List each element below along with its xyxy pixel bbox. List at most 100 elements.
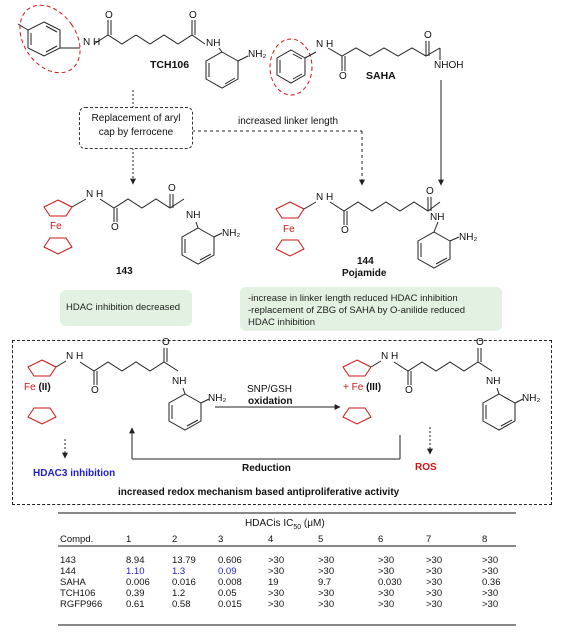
value-cell: 1.2 xyxy=(172,588,186,599)
value-cell: >30 xyxy=(378,588,395,599)
value-cell: 0.39 xyxy=(126,588,145,599)
value-cell: 13.79 xyxy=(172,555,196,566)
tch106-nh: N H xyxy=(83,37,101,48)
linker-label: increased linker length xyxy=(238,116,339,127)
c143-label: 143 xyxy=(116,266,133,277)
mech-o1-left: O xyxy=(91,385,99,396)
compound-144-structure xyxy=(275,197,460,269)
c144-label: 144 xyxy=(357,256,374,267)
compound-name-cell: 144 xyxy=(60,566,76,577)
value-cell: >30 xyxy=(378,599,395,610)
c143-nh2: NH₂ xyxy=(222,228,241,239)
c144-o2: O xyxy=(426,186,434,197)
cp-ring-bottom xyxy=(43,237,73,255)
value-cell: >30 xyxy=(268,588,285,599)
value-cell: 0.05 xyxy=(218,588,237,599)
snp-label: SNP/GSH xyxy=(247,384,293,395)
value-cell: >30 xyxy=(318,599,335,610)
table-title: HDACis IC50 (μM) xyxy=(245,518,325,531)
value-cell: 1.3 xyxy=(172,566,186,577)
mechanism-box xyxy=(12,340,552,505)
replacement-box: Replacement of aryl cap by ferrocene xyxy=(79,107,193,149)
mech-nh2-left: NH₂ xyxy=(208,393,227,404)
hdac3-label: HDAC3 inhibition xyxy=(33,468,116,479)
value-cell: 0.030 xyxy=(378,577,402,588)
tch106-label: TCH106 xyxy=(150,59,190,71)
value-cell: >30 xyxy=(482,599,499,610)
header-cell: 6 xyxy=(378,534,384,545)
mech-fe-ii: Fe (II) xyxy=(24,382,51,393)
value-cell: >30 xyxy=(426,599,443,610)
header-cell: 1 xyxy=(126,534,132,545)
tch106-o1: O xyxy=(105,10,113,21)
mech-fe-ii-symbol: Fe xyxy=(24,382,36,393)
mech-nh-left: N H xyxy=(66,351,84,362)
mech-nh-amide-right: NH xyxy=(486,376,501,387)
c144-o1: O xyxy=(341,225,349,236)
header-cell: 2 xyxy=(172,534,178,545)
saha-o2: O xyxy=(424,30,432,41)
mech-nh2-right: NH₂ xyxy=(522,393,541,404)
mech-ox-ii: (II) xyxy=(38,382,51,393)
c143-fe: Fe xyxy=(50,221,62,232)
header-cell: 4 xyxy=(268,534,274,545)
value-cell: 0.015 xyxy=(218,599,242,610)
tch106-o2: O xyxy=(189,10,197,21)
mech-nh-amide-left: NH xyxy=(172,376,187,387)
mech-o2-right: O xyxy=(476,337,484,348)
value-cell: 0.008 xyxy=(218,577,242,588)
mechanism-structures xyxy=(27,348,524,431)
tch106-nh-amide: NH xyxy=(206,38,221,49)
table-title-prefix: HDACis IC xyxy=(245,518,294,529)
mech-fe-iii: + Fe (III) xyxy=(343,382,381,393)
c143-o2: O xyxy=(168,183,176,194)
mechanism-summary: increased redox mechanism based antiprol… xyxy=(118,487,400,498)
value-cell: >30 xyxy=(318,588,335,599)
header-cell: 7 xyxy=(426,534,432,545)
mech-ox-iii: (III) xyxy=(366,382,382,393)
c143-nh: N H xyxy=(86,189,104,200)
value-cell: >30 xyxy=(318,555,335,566)
c144-alias: Pojamide xyxy=(342,268,387,279)
header-cell: 5 xyxy=(318,534,324,545)
value-cell: >30 xyxy=(426,566,443,577)
saha-nhoh: NHOH xyxy=(434,60,464,71)
saha-o1: O xyxy=(339,71,347,82)
value-cell: 0.016 xyxy=(172,577,196,588)
compound-name-cell: TCH106 xyxy=(60,588,96,599)
value-cell: >30 xyxy=(378,555,395,566)
value-cell: >30 xyxy=(482,555,499,566)
value-cell: >30 xyxy=(268,555,285,566)
tch106-structure xyxy=(17,4,249,89)
value-cell: 0.006 xyxy=(126,577,150,588)
hdac-decreased-box: HDAC inhibition decreased xyxy=(60,290,192,326)
mech-fe-iii-symbol: + Fe xyxy=(343,382,364,393)
replacement-text: Replacement of aryl cap by ferrocene xyxy=(91,113,181,138)
value-cell: >30 xyxy=(482,588,499,599)
value-cell: 8.94 xyxy=(126,555,145,566)
table-title-unit: (μM) xyxy=(301,518,325,529)
value-cell: 0.58 xyxy=(172,599,191,610)
value-cell: >30 xyxy=(318,566,335,577)
reduction-label: Reduction xyxy=(242,463,291,474)
header-cell: 3 xyxy=(218,534,224,545)
table-title-sub: 50 xyxy=(293,524,302,531)
c144-nh: N H xyxy=(316,192,334,203)
compound-name-cell: 143 xyxy=(60,555,76,566)
c144-nh-amide: NH xyxy=(430,212,445,223)
value-cell: 0.606 xyxy=(218,555,242,566)
compound-name-cell: RGFP966 xyxy=(60,599,103,610)
value-cell: >30 xyxy=(482,566,499,577)
mech-nh-right: N H xyxy=(381,351,399,362)
ros-label: ROS xyxy=(415,462,437,473)
value-cell: 19 xyxy=(268,577,279,588)
value-cell: 1.10 xyxy=(126,566,145,577)
value-cell: >30 xyxy=(426,555,443,566)
mech-o1-right: O xyxy=(405,385,413,396)
